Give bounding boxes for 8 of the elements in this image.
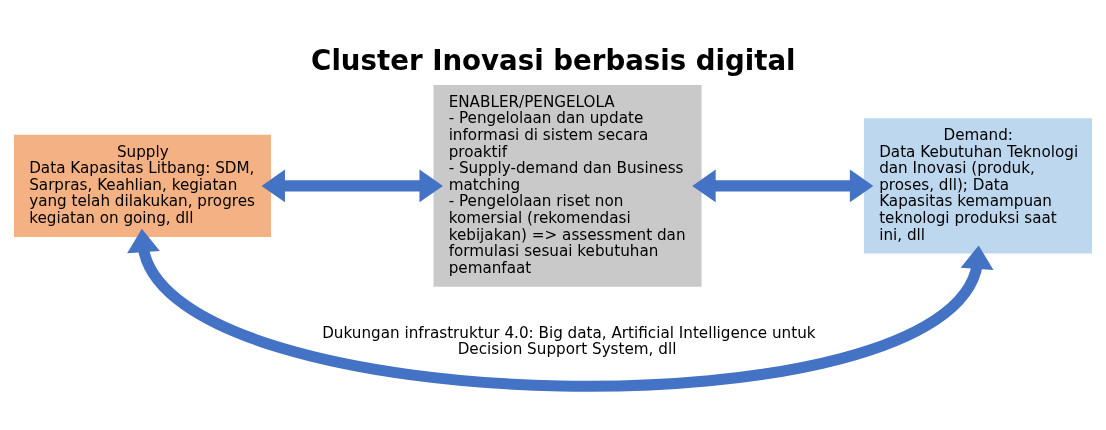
edge-label: Dukungan infrastruktur 4.0: Big data, Artificial Intelligence untuk Decision Support System, dll [322, 323, 816, 359]
arrow [127, 228, 994, 392]
arrow [261, 169, 443, 203]
node-box: Supply Data Kapasitas Litbang: SDM, Sarpras, Keahlian, kegiatan yang telah dilakukan, progres kegiatan on going, dll [14, 134, 272, 237]
arrow [692, 169, 874, 203]
node-box: ENABLER/PENGELOLA - Pengelolaan dan update informasi di sistem secara proaktif - Supply-demand dan Business matching - Pengelolaan riset non komersial (rekomendasi kebijakan) => assessment dan formulasi sesuai kebutuhan pemanfaat [433, 85, 702, 287]
node-box: Demand: Data Kebutuhan Teknologi dan Inovasi (produk, proses, dll); Data Kapasitas kemampuan teknologi produksi saat ini, dll [863, 118, 1092, 254]
diagram-title: Cluster Inovasi berbasis digital [311, 43, 796, 77]
